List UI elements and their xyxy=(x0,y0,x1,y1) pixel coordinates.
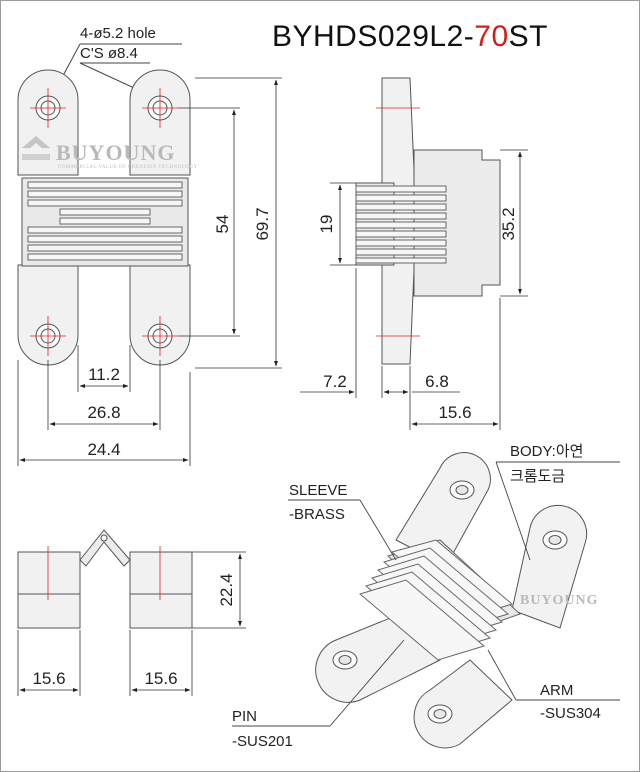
hole-note: 4-ø5.2 hole C'S ø8.4 xyxy=(49,25,182,101)
hole-note-line2: C'S ø8.4 xyxy=(80,45,138,62)
callout-sleeve-line2: -BRASS xyxy=(289,506,345,523)
callouts xyxy=(232,461,620,727)
bottom-view xyxy=(17,529,193,629)
dim-side-total-depth: 15.6 xyxy=(438,403,471,422)
dim-front-hole-spacing: 54 xyxy=(213,215,232,234)
callout-arm-line1: ARM xyxy=(540,682,573,699)
callout-body-line2: 크롬도금 xyxy=(510,468,565,485)
side-centerlines xyxy=(376,107,420,337)
hole-note-line1: 4-ø5.2 hole xyxy=(80,25,156,42)
watermark: BUYOUNG COMMERCIAL VALUE OF CREATION TEC… xyxy=(22,136,198,170)
front-view xyxy=(17,69,191,366)
callout-body-line1: BODY:아연 xyxy=(510,443,583,460)
watermark-tagline: COMMERCIAL VALUE OF CREATION TECHNOLOGY xyxy=(58,165,198,170)
side-view xyxy=(355,77,501,365)
dim-front-body-width: 11.2 xyxy=(88,365,120,384)
dim-bottom-right-width: 15.6 xyxy=(144,669,177,688)
dim-bottom-left-width: 15.6 xyxy=(32,669,65,688)
dim-side-sleeve-height: 19 xyxy=(317,215,336,234)
isometric-hinge xyxy=(315,452,588,749)
front-centerlines xyxy=(30,88,178,356)
callout-pin-line1: PIN xyxy=(232,708,257,725)
side-dimensions xyxy=(300,149,528,430)
callout-sleeve-line1: SLEEVE xyxy=(289,482,347,499)
callout-pin-line2: -SUS201 xyxy=(232,733,293,750)
model-title: BYHDS029L2-70ST xyxy=(272,20,548,53)
watermark-brand: BUYOUNG xyxy=(56,140,175,165)
dim-side-right-depth: 6.8 xyxy=(425,372,449,391)
dim-front-width-total: 24.4 xyxy=(87,440,120,459)
callout-arm-line2: -SUS304 xyxy=(540,705,601,722)
dim-side-body-height: 35.2 xyxy=(499,207,518,240)
bottom-dimensions xyxy=(17,551,246,696)
dim-front-width-inner: 26.8 xyxy=(87,403,120,422)
dim-front-height-total: 69.7 xyxy=(253,207,272,240)
iso-watermark-brand: BUYOUNG xyxy=(520,593,599,608)
dim-bottom-height: 22.4 xyxy=(217,573,236,606)
dim-side-left-depth: 7.2 xyxy=(323,372,347,391)
front-dimensions xyxy=(17,77,282,466)
bottom-centerlines xyxy=(47,546,161,600)
